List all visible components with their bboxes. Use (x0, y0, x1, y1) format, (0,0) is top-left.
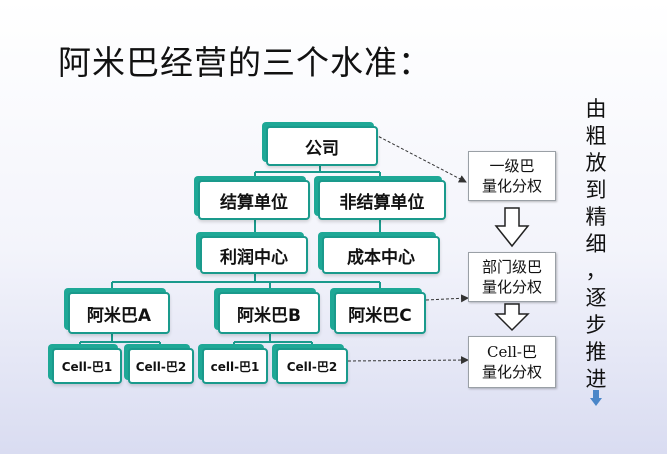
level3-box: Cell-巴 量化分权 (468, 336, 556, 388)
side-char: 步 (585, 313, 607, 337)
link-cells-level3 (347, 356, 469, 365)
node-company: 公司 (266, 126, 378, 166)
level3-line2: 量化分权 (481, 363, 542, 381)
down-arrow-icon-2 (494, 303, 530, 332)
node-cell-b2: Cell-巴2 (276, 348, 348, 384)
page-title: 阿米巴经营的三个水准： (58, 43, 432, 82)
side-char: 进 (585, 367, 607, 391)
node-amoeba-b: 阿米巴B (218, 292, 320, 334)
level1-line2: 量化分权 (481, 177, 542, 195)
side-char: 细 (585, 232, 607, 256)
side-char: 推 (585, 340, 607, 364)
level1-box: 一级巴 量化分权 (468, 151, 556, 201)
side-char: 精 (585, 205, 607, 229)
side-char: ， (585, 259, 607, 283)
node-cost-center: 成本中心 (322, 236, 440, 274)
side-char: 放 (585, 151, 607, 175)
level3-line1: Cell-巴 (486, 343, 538, 361)
level1-line1: 一级巴 (489, 157, 535, 175)
side-char: 到 (585, 178, 607, 202)
blue-down-arrow-icon (590, 390, 602, 406)
side-vertical-text: 由 粗 放 到 精 细 ， 逐 步 推 进 (579, 96, 613, 393)
node-amoeba-a: 阿米巴A (68, 292, 170, 334)
node-amoeba-c: 阿米巴C (334, 292, 426, 334)
node-cell-a1: Cell-巴1 (52, 348, 122, 384)
node-non-settlement-unit: 非结算单位 (318, 180, 446, 220)
side-char: 由 (585, 97, 607, 121)
down-arrow-icon-1 (494, 207, 530, 248)
level2-line2: 量化分权 (481, 278, 542, 296)
node-cell-a2: Cell-巴2 (128, 348, 194, 384)
node-cell-b1: cell-巴1 (202, 348, 268, 384)
side-char: 逐 (585, 286, 607, 310)
link-company-level1 (369, 131, 467, 183)
link-amoeba-level2 (425, 294, 469, 303)
node-profit-center: 利润中心 (200, 236, 308, 274)
side-char: 粗 (585, 124, 607, 148)
level2-line1: 部门级巴 (481, 258, 542, 276)
level2-box: 部门级巴 量化分权 (468, 252, 556, 302)
node-settlement-unit: 结算单位 (198, 180, 310, 220)
